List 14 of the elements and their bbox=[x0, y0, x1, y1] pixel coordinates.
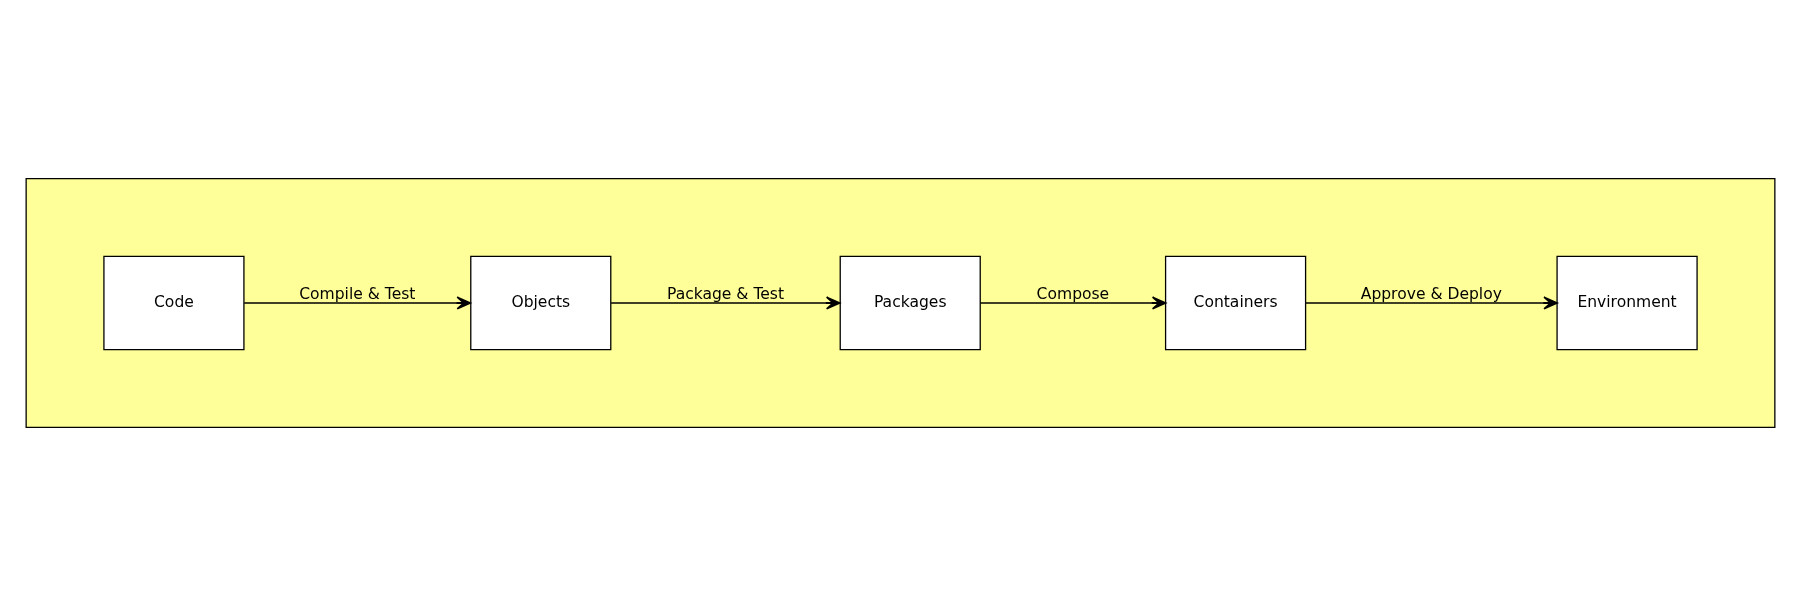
cluster bbox=[25, 177, 1776, 428]
arrow bbox=[243, 295, 472, 310]
edge-label: Compose bbox=[1036, 284, 1110, 303]
node-box: Environment bbox=[1556, 255, 1698, 350]
node-box: Packages bbox=[839, 255, 981, 350]
edge-label: Approve & Deploy bbox=[1360, 284, 1502, 303]
node-box: Containers bbox=[1164, 255, 1307, 350]
arrow bbox=[610, 295, 841, 310]
arrow bbox=[979, 295, 1167, 310]
edge-label: Compile & Test bbox=[299, 284, 416, 303]
node-box: Objects bbox=[470, 255, 612, 350]
node-box: Code bbox=[103, 255, 245, 350]
edge-label: Package & Test bbox=[666, 284, 785, 303]
arrow bbox=[1305, 295, 1558, 310]
